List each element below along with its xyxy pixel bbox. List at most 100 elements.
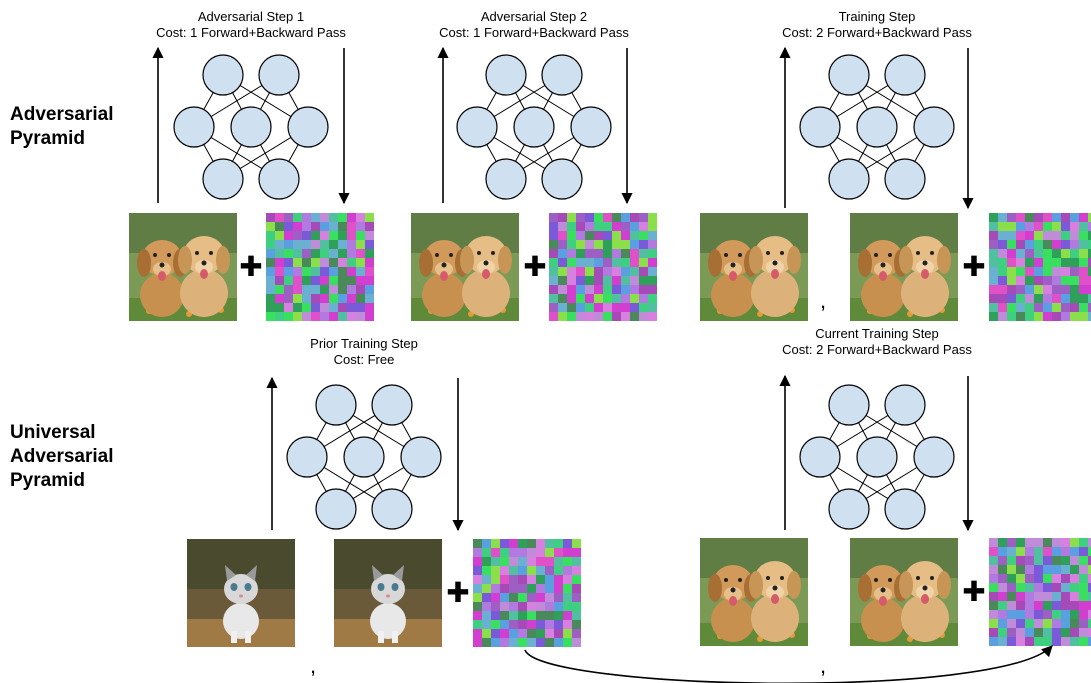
noise-pixel bbox=[572, 584, 581, 593]
noise-pixel bbox=[1043, 303, 1052, 312]
noise-pixel bbox=[293, 294, 302, 303]
noise-pixel bbox=[594, 222, 603, 231]
noise-pixel bbox=[311, 213, 320, 222]
noise-pixel bbox=[266, 240, 275, 249]
noise-pixel bbox=[1016, 222, 1025, 231]
noise-pixel bbox=[612, 312, 621, 321]
caption-title: Training Step bbox=[838, 9, 916, 24]
noise-pixel bbox=[1016, 285, 1025, 294]
caption-current-training-step: Current Training Step Cost: 2 Forward+Ba… bbox=[782, 326, 972, 358]
noise-pixel bbox=[567, 294, 576, 303]
noise-pixel bbox=[311, 285, 320, 294]
noise-pixel bbox=[365, 231, 374, 240]
noise-pixel bbox=[1052, 547, 1061, 556]
noise-pixel bbox=[275, 240, 284, 249]
noise-pixel bbox=[482, 557, 491, 566]
caption-cost: Cost: 1 Forward+Backward Pass bbox=[439, 25, 629, 40]
noise-pixel bbox=[563, 629, 572, 638]
noise-pixel bbox=[338, 267, 347, 276]
noise-pixel bbox=[1016, 637, 1025, 646]
noise-pixel bbox=[500, 638, 509, 647]
noise-pixel bbox=[347, 231, 356, 240]
noise-pixel bbox=[1043, 628, 1052, 637]
noise-pixel bbox=[536, 629, 545, 638]
noise-pixel bbox=[576, 258, 585, 267]
noise-pixel bbox=[998, 294, 1007, 303]
noise-pixel bbox=[1025, 294, 1034, 303]
noise-pixel bbox=[594, 303, 603, 312]
noise-pixel bbox=[500, 593, 509, 602]
noise-pixel bbox=[1079, 312, 1088, 321]
noise-pixel bbox=[1034, 249, 1043, 258]
caption-adversarial-step-1: Adversarial Step 1 Cost: 1 Forward+Backw… bbox=[156, 9, 346, 41]
noise-pixel bbox=[576, 267, 585, 276]
noise-pixel bbox=[1034, 276, 1043, 285]
noise-pixel bbox=[329, 231, 338, 240]
noise-pixel bbox=[612, 213, 621, 222]
noise-pixel bbox=[1025, 222, 1034, 231]
transfer-arrow bbox=[524, 645, 1053, 683]
noise-pixel bbox=[1016, 303, 1025, 312]
network-node bbox=[371, 488, 413, 530]
noise-pixel bbox=[989, 222, 998, 231]
noise-pixel bbox=[554, 602, 563, 611]
noise-pixel bbox=[1079, 538, 1088, 547]
noise-pixel bbox=[612, 249, 621, 258]
noise-pixel bbox=[585, 294, 594, 303]
noise-pixel bbox=[630, 285, 639, 294]
noise-pixel bbox=[1070, 556, 1079, 565]
noise-pixel bbox=[356, 222, 365, 231]
noise-pixel bbox=[1088, 276, 1091, 285]
noise-pixel bbox=[284, 276, 293, 285]
noise-pixel bbox=[1007, 610, 1016, 619]
row-label-line: Universal bbox=[10, 422, 96, 443]
noise-pixel bbox=[989, 619, 998, 628]
noise-pixel bbox=[998, 267, 1007, 276]
noise-pixel bbox=[1034, 592, 1043, 601]
noise-pixel bbox=[527, 620, 536, 629]
kitten-image bbox=[187, 539, 295, 647]
noise-pixel bbox=[1088, 303, 1091, 312]
noise-pixel bbox=[1034, 547, 1043, 556]
noise-pixel bbox=[1052, 538, 1061, 547]
noise-pixel bbox=[554, 566, 563, 575]
noise-pixel bbox=[527, 557, 536, 566]
noise-pixel bbox=[365, 312, 374, 321]
noise-pixel bbox=[275, 213, 284, 222]
caption-cost: Cost: 2 Forward+Backward Pass bbox=[782, 342, 972, 357]
noise-pixel bbox=[491, 611, 500, 620]
network-node bbox=[485, 158, 527, 200]
noise-pixel bbox=[338, 222, 347, 231]
noise-pixel bbox=[482, 575, 491, 584]
noise-pixel bbox=[1007, 556, 1016, 565]
noise-pixel bbox=[275, 249, 284, 258]
noise-pixel bbox=[639, 267, 648, 276]
noise-pixel bbox=[603, 312, 612, 321]
noise-pixel bbox=[989, 249, 998, 258]
noise-pixel bbox=[1025, 240, 1034, 249]
noise-pixel bbox=[603, 303, 612, 312]
noise-pixel bbox=[527, 584, 536, 593]
noise-pixel bbox=[1052, 583, 1061, 592]
noise-pixel bbox=[329, 213, 338, 222]
noise-pixel bbox=[1025, 565, 1034, 574]
noise-pixel bbox=[509, 602, 518, 611]
caption-title: Adversarial Step 1 bbox=[197, 9, 305, 24]
noise-pixel bbox=[356, 231, 365, 240]
noise-pixel bbox=[1079, 294, 1088, 303]
noise-pixel bbox=[998, 249, 1007, 258]
network-node bbox=[485, 54, 527, 96]
noise-pixel bbox=[572, 602, 581, 611]
noise-pixel bbox=[989, 285, 998, 294]
noise-pixel bbox=[1052, 276, 1061, 285]
noise-pixel bbox=[491, 575, 500, 584]
noise-pixel bbox=[1061, 285, 1070, 294]
noise-pixel bbox=[473, 602, 482, 611]
noise-pixel bbox=[998, 565, 1007, 574]
noise-pixel bbox=[293, 276, 302, 285]
noise-pixel bbox=[473, 620, 482, 629]
noise-pixel bbox=[482, 602, 491, 611]
noise-pixel bbox=[545, 566, 554, 575]
noise-pixel bbox=[558, 312, 567, 321]
noise-pixel bbox=[585, 231, 594, 240]
